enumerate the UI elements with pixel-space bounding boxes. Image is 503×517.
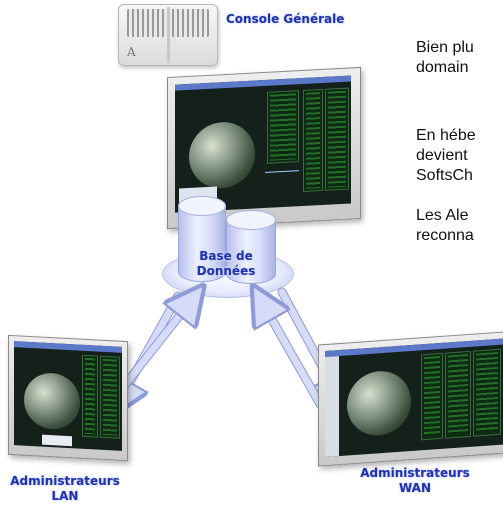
paragraph-3-line-2: reconna — [416, 227, 474, 244]
admin-lan-label: Administrateurs LAN — [2, 474, 128, 504]
console-label: Console Générale — [226, 12, 345, 26]
lan-monitor-icon — [8, 334, 128, 462]
server-icon: A — [118, 4, 218, 66]
wan-monitor-icon — [318, 331, 503, 467]
database-label: Base de Données — [180, 249, 272, 279]
admin-wan-label-line1: Administrateurs — [360, 466, 470, 480]
admin-wan-label-line2: WAN — [398, 481, 432, 495]
paragraph-1-line-1: Bien plu — [416, 39, 474, 56]
paragraph-2-line-2: devient — [416, 147, 468, 164]
database-icon-secondary — [226, 210, 276, 284]
paragraph-2-line-1: En hébe — [416, 127, 476, 144]
database-label-line2: Données — [196, 264, 256, 278]
database-icon — [178, 196, 226, 282]
admin-lan-label-line2: LAN — [51, 489, 79, 503]
paragraph-1-line-2: domain — [416, 59, 469, 76]
double-arrow-icon — [120, 296, 192, 400]
admin-wan-label: Administrateurs WAN — [350, 466, 480, 496]
paragraph-3-line-1: Les Ale — [416, 207, 469, 224]
admin-lan-label-line1: Administrateurs — [10, 474, 120, 488]
paragraph-2-line-3: SoftsCh — [416, 167, 473, 184]
database-label-line1: Base de — [199, 249, 253, 263]
